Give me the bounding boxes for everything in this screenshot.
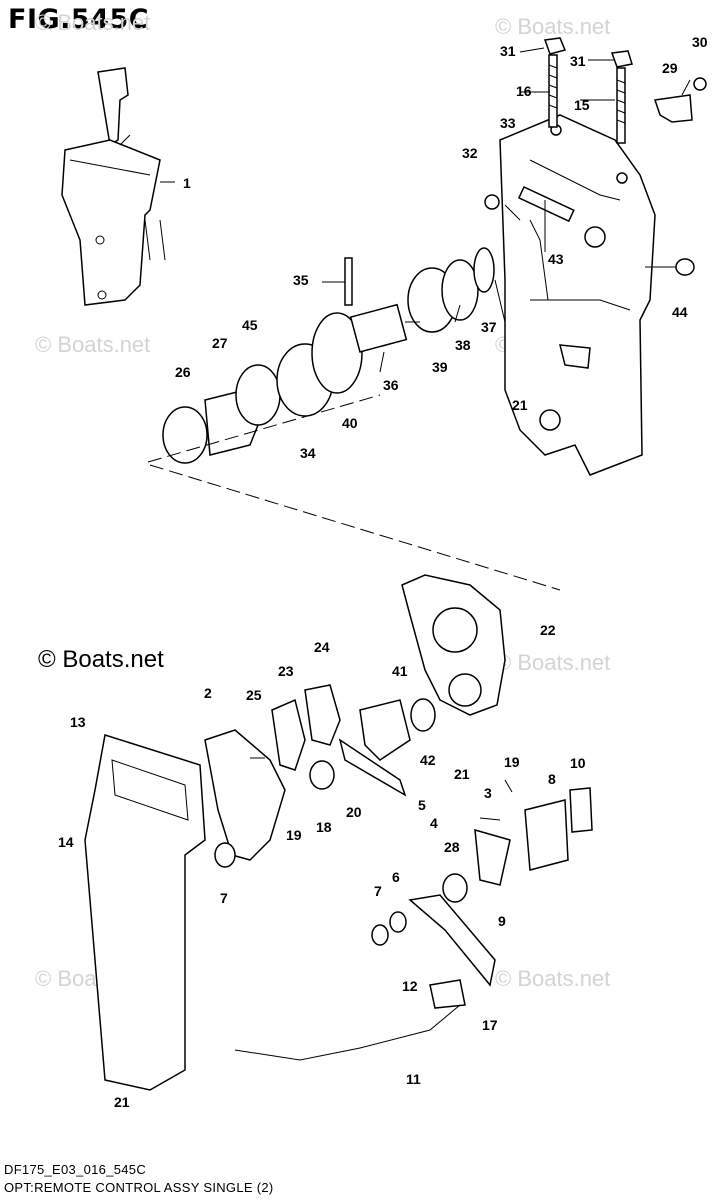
callout-29: 29 [662, 60, 678, 76]
lever-plate-part [204, 729, 286, 861]
callout-35: 35 [293, 272, 309, 288]
callout-45: 45 [242, 317, 258, 333]
callout-22: 22 [540, 622, 556, 638]
callout-14: 14 [58, 834, 74, 850]
cover-plate-part [84, 734, 206, 1091]
callout-36: 36 [383, 377, 399, 393]
lever-9-part [474, 828, 511, 886]
callout-21c: 21 [114, 1094, 130, 1110]
callout-4: 4 [430, 815, 438, 831]
callout-32: 32 [462, 145, 478, 161]
callout-7b: 7 [374, 883, 382, 899]
figure-title: FIG.545C [8, 4, 150, 35]
callout-19b: 19 [504, 754, 520, 770]
washer-6-part [389, 911, 407, 933]
ring-7-part [214, 842, 236, 868]
callout-5: 5 [418, 797, 426, 813]
callout-20: 20 [346, 804, 362, 820]
footer-caption: OPT:REMOTE CONTROL ASSY SINGLE (2) [4, 1180, 274, 1195]
callout-41: 41 [392, 663, 408, 679]
callout-43: 43 [548, 251, 564, 267]
callout-31a: 31 [500, 43, 516, 59]
washer-7-part [371, 924, 389, 946]
bushing-42-part [410, 698, 436, 732]
upper-housing-part [499, 114, 656, 476]
callout-28: 28 [444, 839, 460, 855]
callout-15: 15 [574, 97, 590, 113]
shift-shaft-assembly-part [162, 247, 495, 464]
cap-32-part [484, 194, 500, 210]
callout-25: 25 [246, 687, 262, 703]
callout-1: 1 [183, 175, 191, 191]
callout-23: 23 [278, 663, 294, 679]
callout-31b: 31 [570, 53, 586, 69]
callout-7a: 7 [220, 890, 228, 906]
watermark-1: © Boats.net [35, 10, 151, 35]
watermark-3: © Boats.net [35, 332, 151, 357]
switch-12-part [429, 979, 466, 1009]
callout-27: 27 [212, 335, 228, 351]
callout-6: 6 [392, 869, 400, 885]
callout-9: 9 [498, 913, 506, 929]
cam-23-part [271, 698, 306, 771]
callout-8: 8 [548, 771, 556, 787]
watermark-5: © Boats.net [495, 650, 611, 675]
watermark-7: © Boats.net [495, 966, 611, 991]
watermark-2: © Boats.net [495, 14, 611, 39]
callout-13: 13 [70, 714, 86, 730]
callout-33: 33 [500, 115, 516, 131]
callout-16: 16 [516, 83, 532, 99]
footer-code: DF175_E03_016_545C [4, 1162, 147, 1177]
arm-20-part [338, 738, 407, 797]
remote-control-box-part [61, 67, 166, 306]
nut-31a-part [543, 37, 567, 55]
callout-24: 24 [314, 639, 330, 655]
callout-26: 26 [175, 364, 191, 380]
plate-10-part [569, 787, 593, 833]
bracket-29-part [654, 94, 693, 123]
callout-17: 17 [482, 1017, 498, 1033]
callout-38: 38 [455, 337, 471, 353]
cap-44-part [675, 258, 695, 276]
callout-34: 34 [300, 445, 316, 461]
screw-30-part [693, 77, 707, 91]
bushing-28-part [442, 873, 468, 903]
lower-housing-part [401, 574, 506, 716]
cable-11-part [234, 1004, 461, 1061]
bolt-16-part [548, 54, 558, 128]
callout-39: 39 [432, 359, 448, 375]
callout-40: 40 [342, 415, 358, 431]
switch-41-part [359, 699, 411, 761]
callout-37: 37 [481, 319, 497, 335]
callout-10: 10 [570, 755, 586, 771]
washer-18-part [309, 760, 335, 790]
callout-18: 18 [316, 819, 332, 835]
plate-8-part [524, 799, 569, 871]
callout-30: 30 [692, 34, 708, 50]
callout-3: 3 [484, 785, 492, 801]
brand-watermark: © Boats.net [38, 646, 164, 673]
callout-44: 44 [672, 304, 688, 320]
callout-11: 11 [406, 1071, 421, 1087]
callout-42: 42 [420, 752, 436, 768]
cam-24-part [304, 684, 341, 746]
callout-21a: 21 [512, 397, 528, 413]
callout-19a: 19 [286, 827, 302, 843]
bracket-17-part [408, 894, 496, 987]
pin-35-part [344, 257, 353, 306]
bolt-15-part [616, 67, 626, 144]
callout-12: 12 [402, 978, 418, 994]
callout-2: 2 [204, 685, 212, 701]
callout-21b: 21 [454, 766, 470, 782]
nut-31b-part [610, 50, 633, 68]
